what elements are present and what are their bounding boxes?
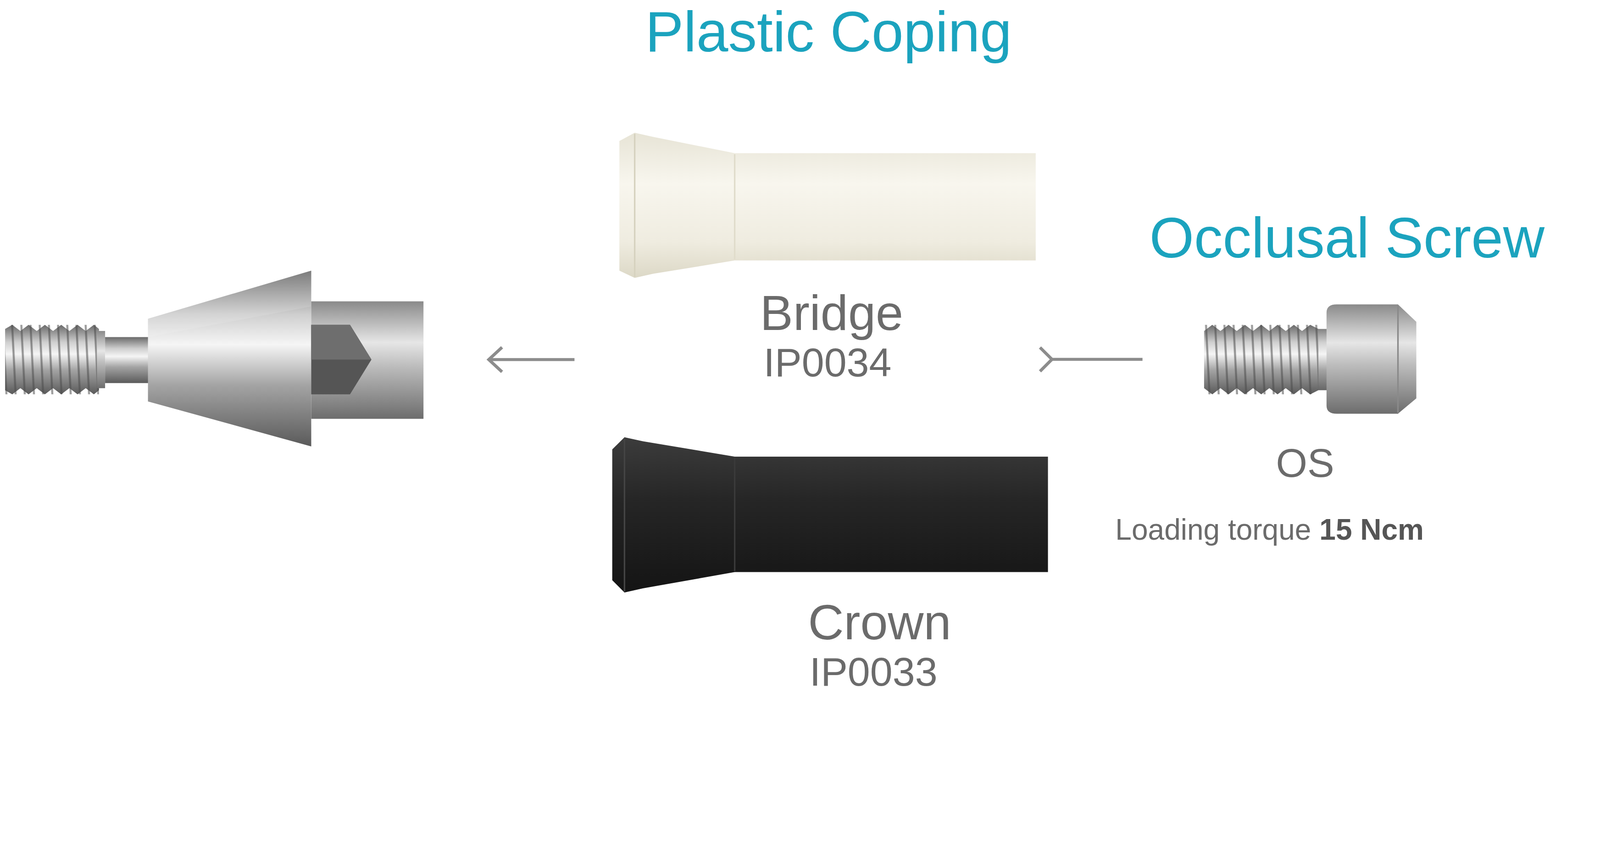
part-code: IP0033 xyxy=(809,649,938,695)
abutment-ring xyxy=(96,330,106,389)
part-group: Occlusal ScrewOS xyxy=(1142,204,1552,485)
hex-facet xyxy=(311,324,372,395)
part-name: Crown xyxy=(807,594,951,650)
occlusal-screw xyxy=(1204,304,1417,414)
part-group: BridgeIP0034 xyxy=(612,127,1052,385)
torque-label: Loading torque xyxy=(1115,513,1312,546)
part-code: IP0034 xyxy=(763,340,892,385)
screw-chamfer xyxy=(1397,305,1399,413)
arrow-line xyxy=(489,357,575,362)
part-name: Occlusal Screw xyxy=(1149,205,1545,270)
abutment-cone xyxy=(148,270,312,447)
insert-arrow xyxy=(488,347,575,372)
screw-thread xyxy=(1204,324,1329,395)
screw-head xyxy=(1326,304,1417,414)
coping-edge xyxy=(633,133,636,278)
abutment-thread xyxy=(5,324,100,395)
arrow-head xyxy=(488,347,503,372)
thread-lines xyxy=(5,324,100,395)
hex-facet-light xyxy=(311,324,372,360)
note: Loading torque15 Ncm xyxy=(1115,513,1424,546)
thread-lines xyxy=(1204,324,1319,395)
bridge-coping xyxy=(619,132,1036,278)
cone-facet xyxy=(148,270,312,338)
part-code: OS xyxy=(1276,440,1335,486)
coping-edge xyxy=(733,457,736,571)
coping-edge xyxy=(733,154,736,260)
title: Plastic Coping xyxy=(645,0,1012,64)
coping-edge xyxy=(623,438,626,592)
abutment xyxy=(5,270,424,447)
part-name: Bridge xyxy=(760,285,904,341)
bridge-coping-body xyxy=(619,132,1036,278)
assembly-arrow xyxy=(1050,357,1143,362)
torque-value: 15 Ncm xyxy=(1319,513,1424,546)
part-group: CrownIP0033 xyxy=(612,428,1052,694)
crown-coping xyxy=(612,437,1049,593)
crown-coping-body xyxy=(612,437,1049,593)
abutment-head xyxy=(311,301,424,419)
abutment-neck xyxy=(105,337,150,384)
